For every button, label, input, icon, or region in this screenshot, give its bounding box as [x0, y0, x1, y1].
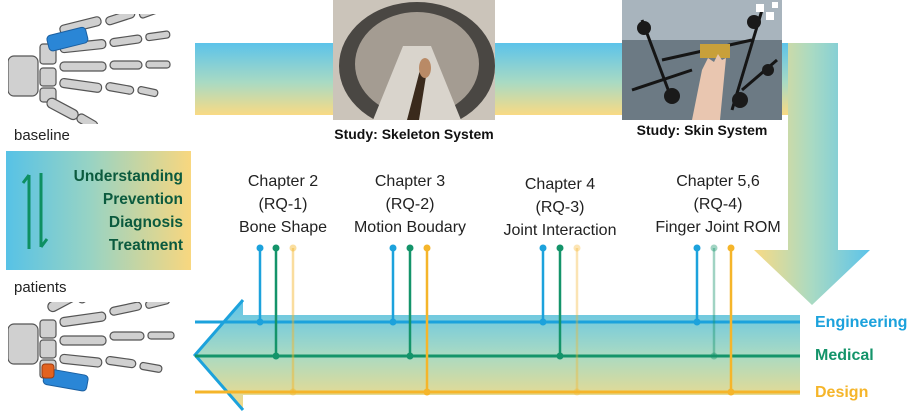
chapter-topic: Motion Boudary [353, 219, 467, 236]
mri-scanner-image [333, 0, 495, 120]
connector-dot-top [289, 244, 297, 252]
connector-dot-bottom [693, 318, 701, 326]
skeleton-study-photo [333, 0, 495, 120]
motion-capture-rig-image [622, 0, 782, 120]
connector-dot-top [406, 244, 414, 252]
connector-dot-bottom [389, 318, 397, 326]
state-label-patients: patients [14, 279, 67, 296]
chapter-topic: Joint Interaction [503, 222, 617, 239]
purpose-diagnosis: Diagnosis [108, 214, 183, 231]
chapter-topic: Finger Joint ROM [655, 219, 781, 236]
connector-dot-top [727, 244, 735, 252]
hand-skeleton-icon [8, 14, 171, 124]
chapter-block-3: Chapter 3 (RQ-2) Motion Boudary [345, 170, 475, 239]
connector-dot-top [256, 244, 264, 252]
purposes-box: Understanding Prevention Diagnosis Treat… [6, 151, 191, 270]
connector-dot-bottom [727, 388, 735, 396]
chapter-title: Chapter 3 [374, 173, 446, 190]
connector-dot-bottom [573, 388, 581, 396]
connector-dot-bottom [556, 352, 564, 360]
connector-dot-top [693, 244, 701, 252]
connector-dot-top [272, 244, 280, 252]
purpose-treatment: Treatment [108, 237, 183, 254]
connector-dot-bottom [406, 352, 414, 360]
connector-dot-bottom [256, 318, 264, 326]
right-flow-band [754, 43, 870, 305]
state-label-baseline: baseline [14, 127, 70, 144]
connector-dot-top [539, 244, 547, 252]
research-question: (RQ-1) [258, 196, 308, 213]
skin-study-photo [622, 0, 782, 120]
research-question: (RQ-4) [693, 196, 743, 213]
connector-dot-top [710, 244, 718, 252]
connector-dot-top [389, 244, 397, 252]
connector-dot-bottom [423, 388, 431, 396]
chapter-topic: Bone Shape [238, 219, 328, 236]
hand-skeleton-injured-icon [8, 302, 175, 392]
connector-dot-bottom [710, 352, 718, 360]
chapter-title: Chapter 4 [524, 176, 596, 193]
up-down-arrows-icon [21, 173, 49, 249]
connector-dot-top [423, 244, 431, 252]
research-question: (RQ-3) [535, 199, 585, 216]
connector-dot-top [573, 244, 581, 252]
study-caption-skeleton: Study: Skeleton System [334, 126, 494, 142]
connector-dot-top [556, 244, 564, 252]
purpose-prevention: Prevention [102, 191, 183, 208]
chapter-block-4: Chapter 4 (RQ-3) Joint Interaction [495, 173, 625, 242]
chapter-block-5-6: Chapter 5,6 (RQ-4) Finger Joint ROM [648, 170, 788, 239]
chapter-title: Chapter 5,6 [676, 173, 760, 190]
connector-dot-bottom [539, 318, 547, 326]
study-caption-skin: Study: Skin System [636, 122, 768, 138]
connector-dot-bottom [289, 388, 297, 396]
discipline-design: Design [815, 384, 869, 401]
purposes-list: Understanding Prevention Diagnosis Treat… [74, 165, 183, 257]
discipline-engineering: Engineering [815, 314, 908, 331]
research-question: (RQ-2) [385, 196, 435, 213]
discipline-medical: Medical [815, 347, 874, 364]
purpose-understanding: Understanding [73, 168, 183, 185]
chapter-title: Chapter 2 [247, 173, 319, 190]
connector-dot-bottom [272, 352, 280, 360]
chapter-block-2: Chapter 2 (RQ-1) Bone Shape [225, 170, 341, 239]
